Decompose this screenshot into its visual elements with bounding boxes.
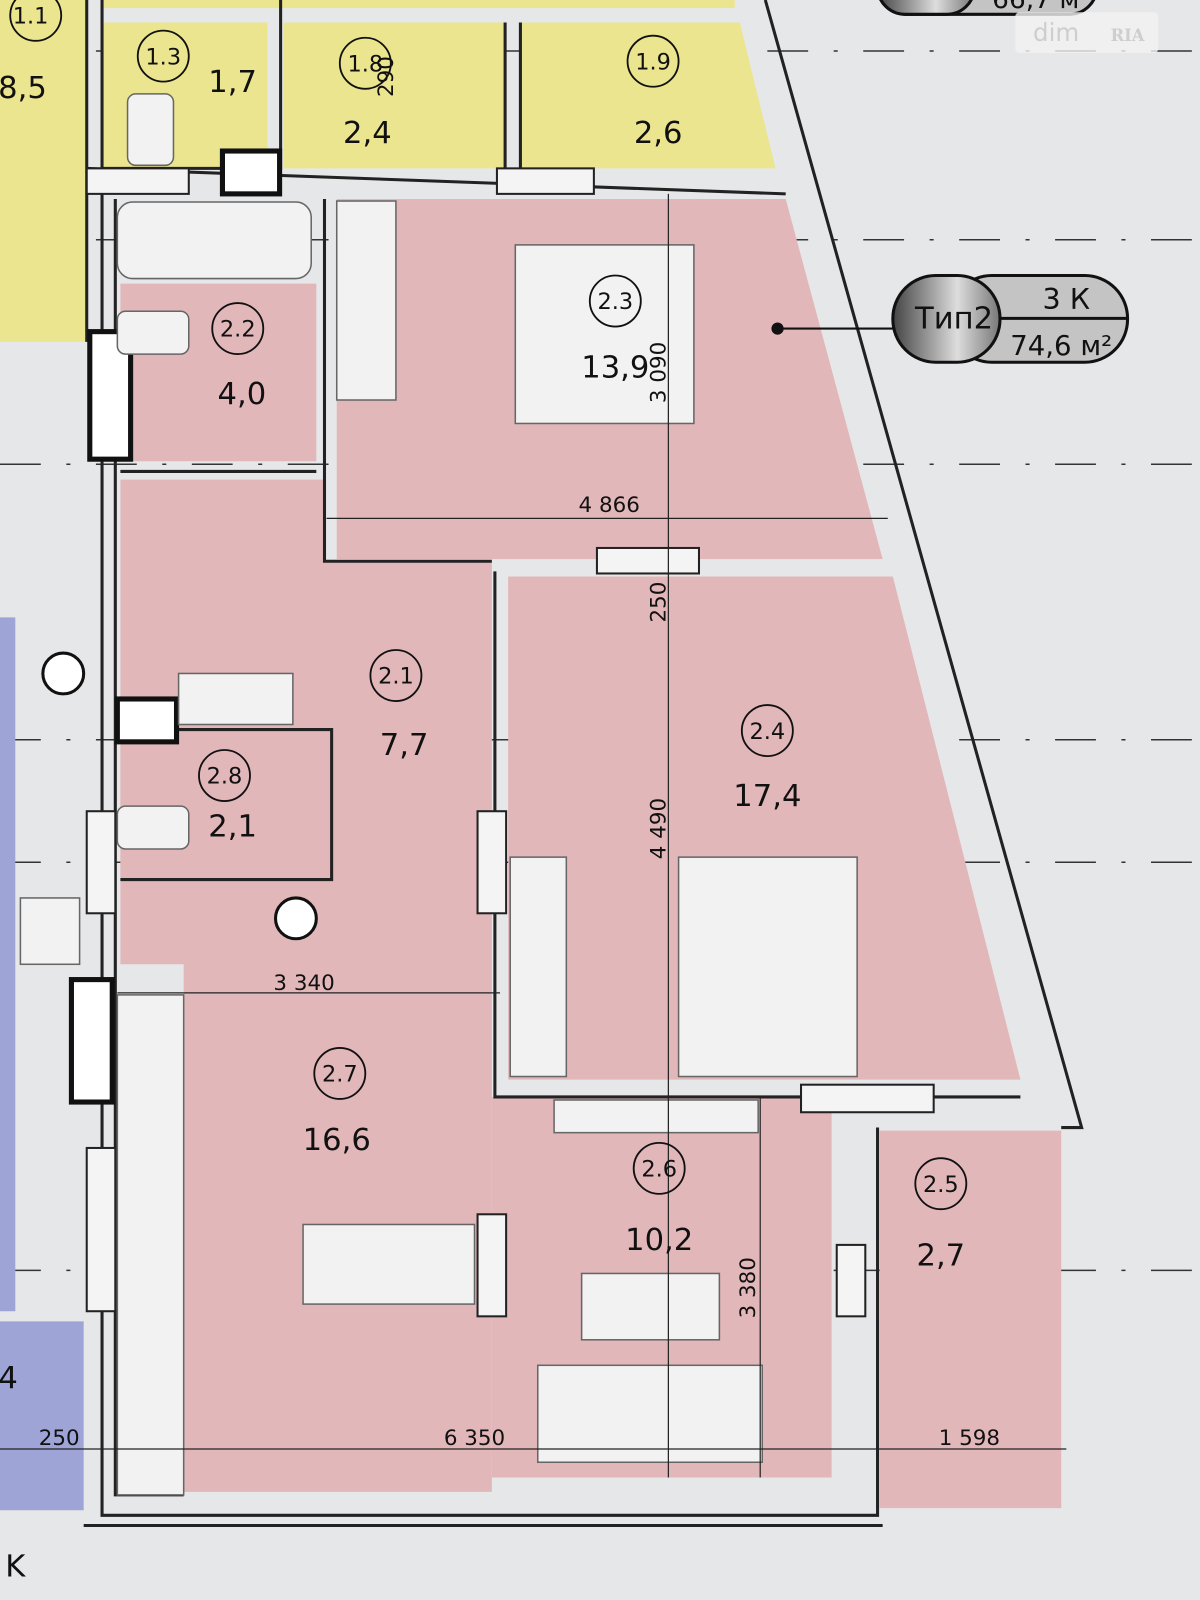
neighbor-room-1-1: [0, 0, 87, 342]
room-area: 16,6: [303, 1123, 371, 1158]
watermark-logo: dim RIA: [1015, 12, 1159, 54]
room-area: 2,4: [343, 116, 392, 151]
room-labels: 2.1 7,7 2.2 4,0 2.3 13,9 2.4 17,4 2.5 2,…: [0, 0, 968, 1585]
room-number: 2.5: [923, 1172, 959, 1198]
room-area: 1,7: [208, 65, 257, 100]
top-badge-area: 66,7 м: [992, 0, 1079, 15]
room-number: 2.7: [322, 1062, 358, 1088]
dimension-label: 1 598: [939, 1426, 1000, 1451]
toilet-icon: [126, 93, 175, 167]
room-number: 1.9: [635, 49, 671, 75]
coffee-table-icon: [580, 1272, 721, 1341]
badge-rooms: 3 К: [1043, 282, 1091, 316]
neighbor-room-left-bottom: [0, 1321, 84, 1511]
toilet-icon: [116, 805, 190, 850]
room-number: 2.1: [378, 664, 414, 690]
dimension-label: 250: [39, 1426, 80, 1451]
neighbor-room-1-8: [283, 22, 506, 169]
ventilation-icon: [273, 896, 318, 941]
stove-icon: [19, 897, 81, 966]
room-area: 2,7: [916, 1238, 965, 1273]
bed-icon: [677, 856, 858, 1078]
bed-icon: [514, 244, 695, 425]
top-badge-partial: 66,7 м: [879, 0, 1096, 16]
room-number: 1.3: [145, 44, 181, 70]
watermark-text: dim: [1033, 18, 1079, 47]
dimension-label: 3 380: [736, 1257, 761, 1318]
toilet-icon: [116, 310, 190, 355]
neighbor-room-left: [0, 617, 16, 1312]
room-2-5: [879, 1130, 1062, 1509]
room-number: 1.8: [347, 51, 383, 77]
wardrobe-icon: [177, 672, 294, 726]
room-area: 8,5: [0, 71, 47, 106]
neighbor-label: K: [5, 1550, 26, 1585]
room-area: 2,6: [634, 116, 683, 151]
bathtub-icon: [116, 201, 312, 280]
room-number: 2.4: [750, 719, 786, 745]
dimension-label: 4 490: [646, 798, 671, 859]
room-number: 2.6: [641, 1157, 677, 1183]
sofa-icon: [536, 1364, 764, 1464]
dimension-labels: 4 866 250 3 090 4 490 3 340 3 380 250 6 …: [39, 56, 1000, 1451]
dimension-label: 250: [646, 582, 671, 623]
room-number: 2.8: [207, 764, 243, 790]
room-number: 1.1: [13, 3, 49, 29]
room-area: 7,7: [380, 728, 429, 763]
wardrobe-icon: [335, 200, 397, 401]
dimension-lines: [0, 193, 1067, 1478]
walls: [68, 0, 1084, 1528]
furniture: [19, 93, 858, 1496]
room-area: 4,0: [217, 377, 266, 412]
kitchen-counter-icon: [116, 994, 185, 1496]
room-area: 13,9: [581, 351, 649, 386]
wardrobe-icon: [509, 856, 568, 1078]
dimension-label: 6 350: [444, 1426, 505, 1451]
dimension-label: 3 090: [646, 342, 671, 403]
room-area: 17,4: [733, 779, 801, 814]
badge-area: 74,6 м²: [1010, 330, 1112, 362]
room-number: 2.2: [220, 317, 256, 343]
watermark-text: RIA: [1111, 26, 1145, 45]
ventilation-icon: [41, 651, 86, 696]
room-number: 2.3: [597, 289, 633, 315]
room-2-4: [508, 576, 1021, 1080]
room-area: 10,2: [625, 1223, 693, 1258]
neighbor-label: 4: [0, 1361, 18, 1396]
room-2-2: [120, 283, 317, 462]
dimension-label: 4 866: [579, 493, 640, 518]
dimension-label: 3 340: [273, 971, 334, 996]
tv-stand-icon: [553, 1099, 759, 1134]
badge-type: Тип2: [914, 302, 993, 337]
apartment-type-badge: Тип2 3 К 74,6 м²: [771, 273, 1130, 364]
neighbor-strip-top: [102, 0, 735, 9]
neighbor-room-1-9: [520, 22, 776, 169]
dining-table-icon: [302, 1223, 476, 1305]
room-area: 2,1: [208, 810, 257, 845]
